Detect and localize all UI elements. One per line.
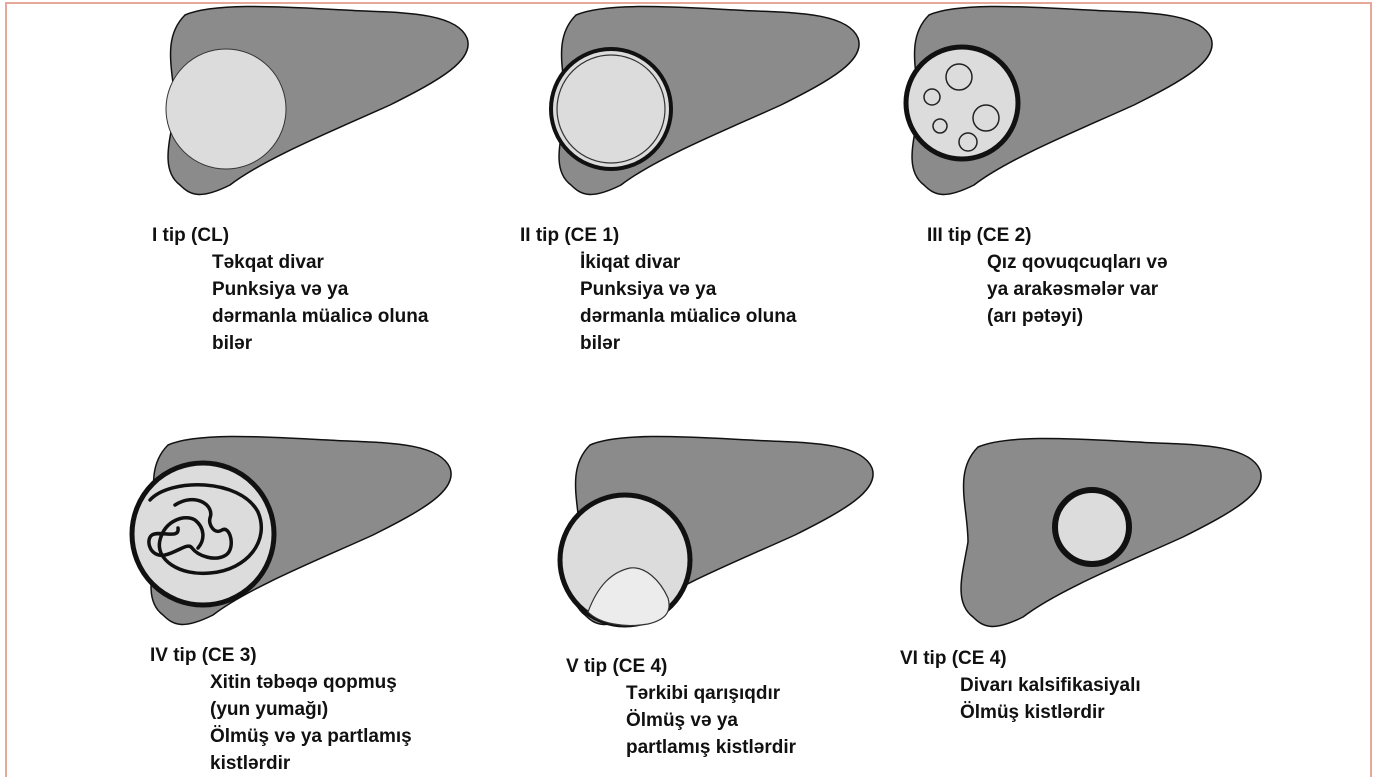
caption-line: Ölmüş kistlərdir bbox=[900, 699, 1141, 726]
caption-type-4: IV tip (CE 3) Xitin təbəqə qopmuş (yun y… bbox=[150, 642, 412, 777]
caption-title: IV tip (CE 3) bbox=[150, 642, 412, 669]
caption-line: bilər bbox=[152, 330, 428, 357]
diagram-type-4 bbox=[132, 437, 451, 625]
diagram-type-3 bbox=[906, 7, 1212, 195]
caption-title: II tip (CE 1) bbox=[520, 222, 796, 249]
caption-line: Xitin təbəqə qopmuş bbox=[150, 669, 412, 696]
caption-title: VI tip (CE 4) bbox=[900, 645, 1141, 672]
caption-line: (arı pətəyi) bbox=[927, 303, 1168, 330]
caption-line: bilər bbox=[520, 330, 796, 357]
cyst-double-wall-outer bbox=[551, 49, 671, 169]
caption-line: Punksiya və ya bbox=[152, 276, 428, 303]
diagram-type-5 bbox=[560, 437, 873, 626]
caption-line: Punksiya və ya bbox=[520, 276, 796, 303]
caption-line: dərmanla müalicə oluna bbox=[152, 303, 428, 330]
caption-line: Tərkibi qarışıqdır bbox=[566, 680, 796, 707]
caption-type-6: VI tip (CE 4) Divarı kalsifikasiyalı Ölm… bbox=[900, 645, 1141, 726]
caption-line: Qız qovuqcuqları və bbox=[927, 249, 1168, 276]
caption-line: dərmanla müalicə oluna bbox=[520, 303, 796, 330]
caption-line: ya arakəsmələr var bbox=[927, 276, 1168, 303]
caption-line: (yun yumağı) bbox=[150, 696, 412, 723]
caption-type-2: II tip (CE 1) İkiqat divar Punksiya və y… bbox=[520, 222, 796, 357]
caption-type-1: I tip (CL) Təkqat divar Punksiya və ya d… bbox=[152, 222, 428, 357]
caption-line: partlamış kistlərdir bbox=[566, 734, 796, 761]
caption-type-5: V tip (CE 4) Tərkibi qarışıqdır Ölmüş və… bbox=[566, 653, 796, 761]
cyst-single-wall bbox=[166, 49, 286, 169]
caption-line: Təkqat divar bbox=[152, 249, 428, 276]
cyst-calcified-wall bbox=[1055, 490, 1129, 564]
caption-line: İkiqat divar bbox=[520, 249, 796, 276]
diagram-type-6 bbox=[961, 439, 1261, 627]
diagram-type-2 bbox=[551, 7, 859, 195]
caption-title: V tip (CE 4) bbox=[566, 653, 796, 680]
caption-title: I tip (CL) bbox=[152, 222, 428, 249]
caption-title: III tip (CE 2) bbox=[927, 222, 1168, 249]
caption-line: Ölmüş və ya bbox=[566, 707, 796, 734]
caption-line: Divarı kalsifikasiyalı bbox=[900, 672, 1141, 699]
caption-line: Ölmüş və ya partlamış bbox=[150, 723, 412, 750]
caption-line: kistlərdir bbox=[150, 750, 412, 777]
diagram-type-1 bbox=[166, 7, 468, 195]
caption-type-3: III tip (CE 2) Qız qovuqcuqları və ya ar… bbox=[927, 222, 1168, 330]
